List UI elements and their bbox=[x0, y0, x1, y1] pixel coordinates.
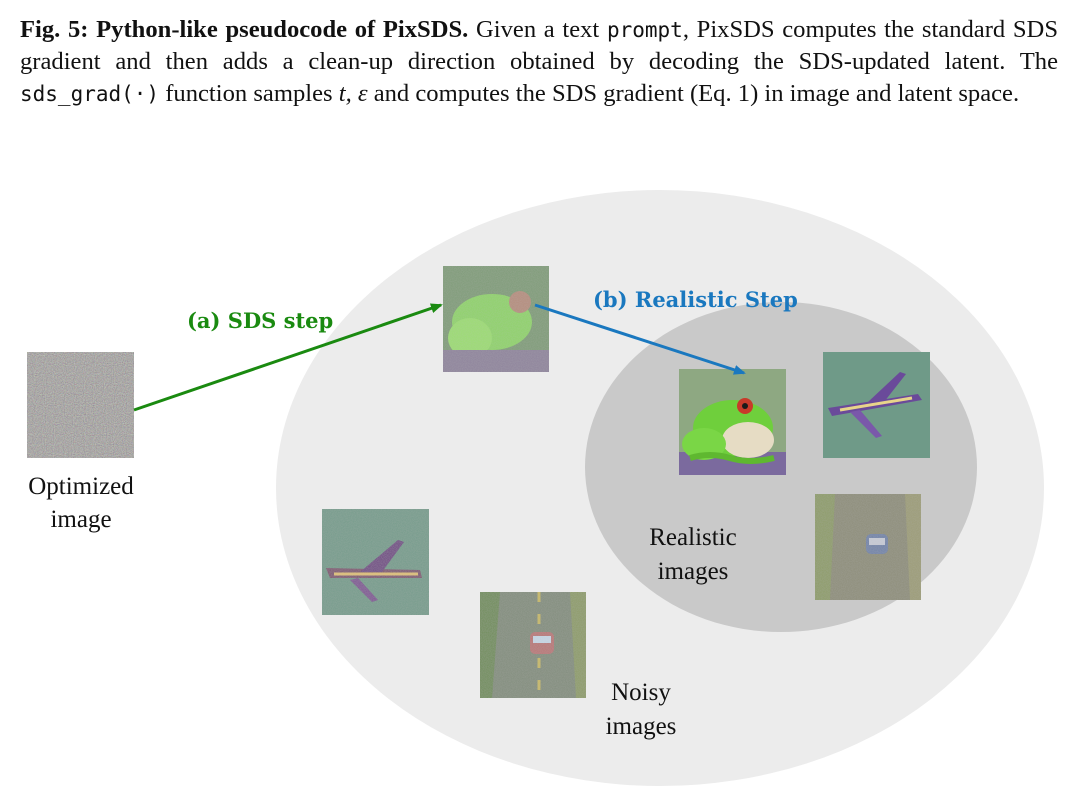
noisy-car-image bbox=[480, 592, 586, 698]
caption-math-vars: t, ε bbox=[338, 80, 368, 107]
optimized-image bbox=[27, 352, 134, 458]
realistic-images-label-line2: images bbox=[658, 558, 729, 585]
realistic-frog-image bbox=[679, 369, 786, 475]
sds-step-label: (a) SDS step bbox=[187, 308, 333, 333]
realistic-airplane-image bbox=[823, 352, 930, 458]
optimized-image-label-line1: Optimized bbox=[28, 473, 134, 500]
realistic-car-image bbox=[815, 494, 921, 600]
realistic-images-label-line1: Realistic bbox=[649, 524, 736, 551]
noisy-airplane-image bbox=[322, 509, 429, 615]
sds-step-arrow bbox=[133, 303, 443, 412]
caption-text-2: , PixSDS computes the standard SDS gradi… bbox=[20, 16, 1058, 75]
noisy-images-label-line2: images bbox=[606, 713, 677, 740]
caption-text-4: and computes the SDS gradient (Eq. 1) in… bbox=[373, 80, 1020, 107]
caption-code-fn: sds_grad(·) bbox=[20, 82, 160, 106]
caption-text-1: Given a text bbox=[476, 16, 600, 43]
caption-code-prompt: prompt bbox=[606, 18, 683, 42]
figure-caption: Fig. 5: Python-like pseudocode of PixSDS… bbox=[20, 14, 1058, 110]
noisy-frog-image bbox=[443, 266, 549, 372]
realistic-step-label: (b) Realistic Step bbox=[593, 287, 798, 312]
caption-title: Python-like pseudocode of PixSDS. bbox=[96, 16, 469, 43]
caption-text-3: function samples bbox=[165, 80, 333, 107]
caption-fig-label: Fig. 5: bbox=[20, 16, 89, 43]
noisy-images-label-line1: Noisy bbox=[611, 679, 671, 706]
realistic-step-arrow bbox=[534, 303, 746, 375]
optimized-image-label-line2: image bbox=[50, 506, 111, 533]
